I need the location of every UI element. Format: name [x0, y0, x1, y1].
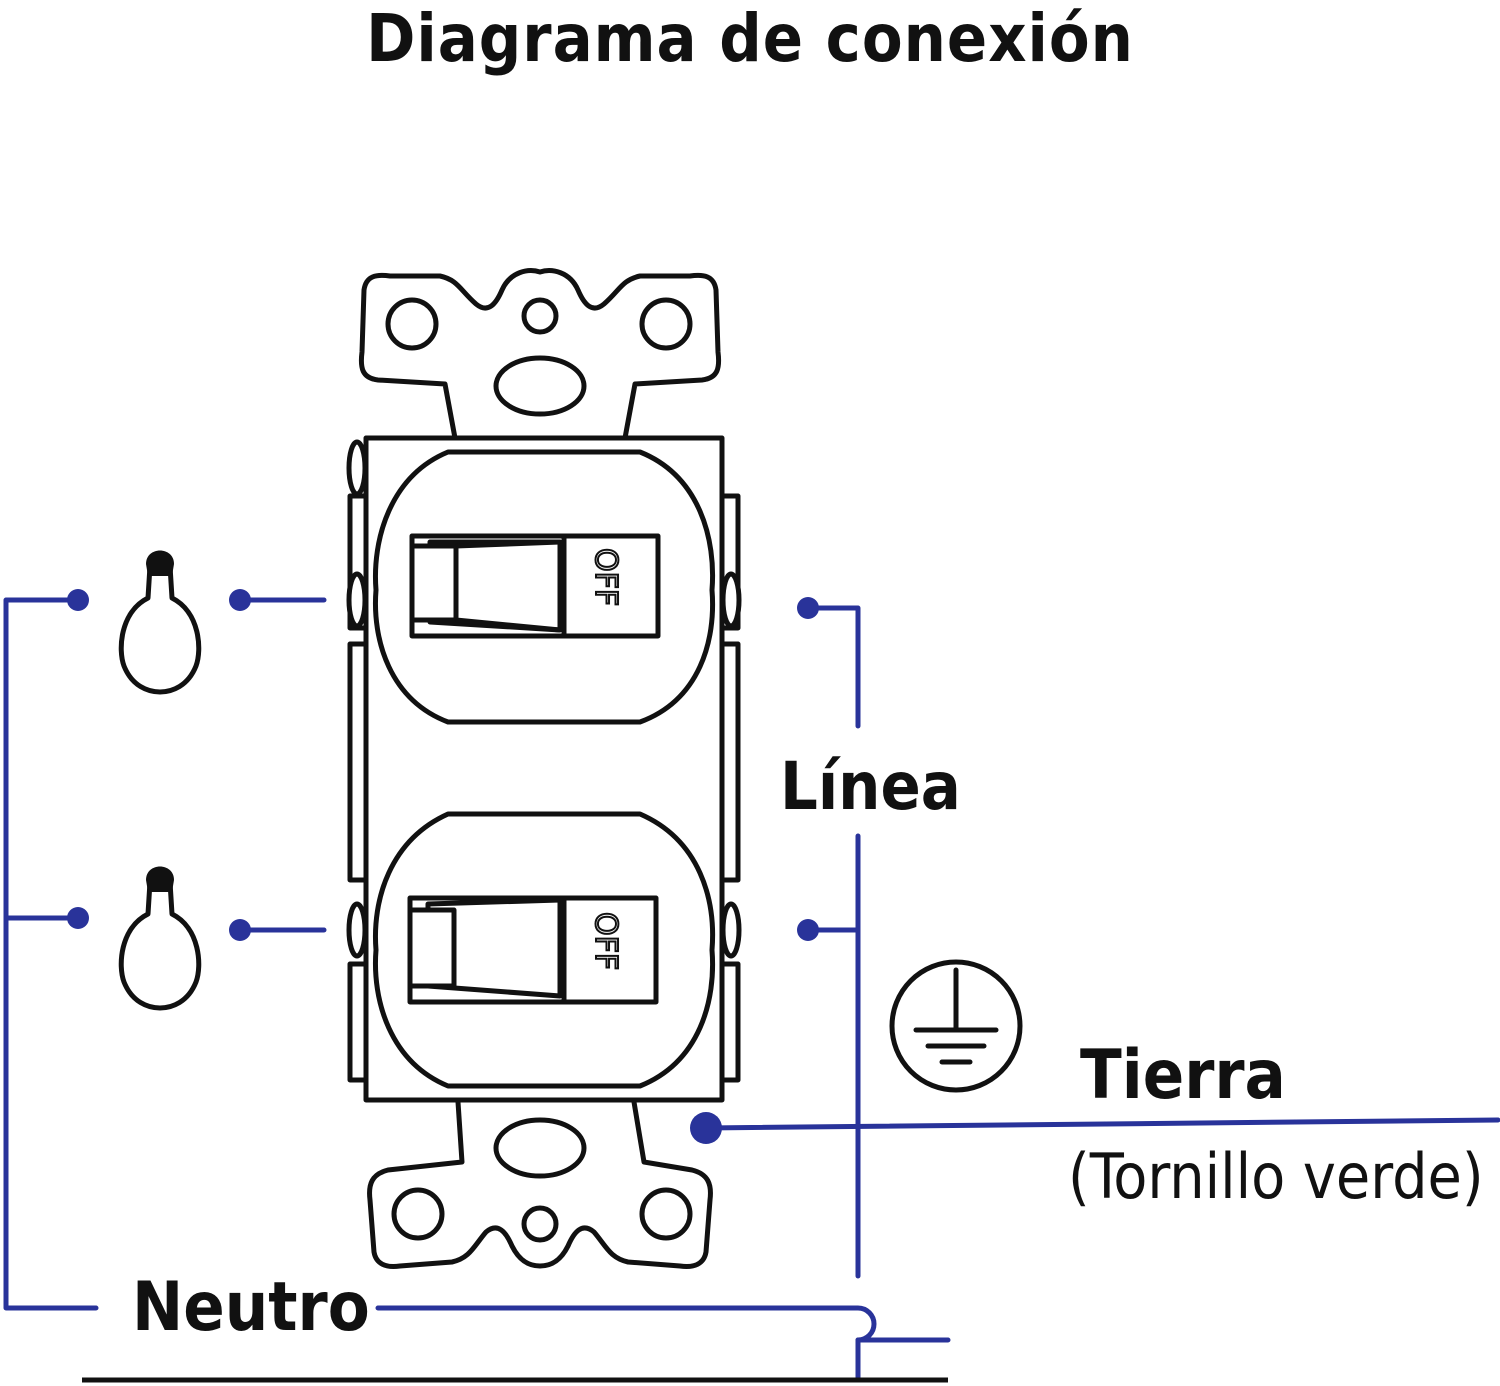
- neutral-wire-left: [3, 597, 99, 1311]
- mounting-strap-top: [358, 268, 722, 439]
- line-label: Línea: [780, 748, 961, 825]
- ground-screw-note: (Tornillo verde): [1068, 1140, 1484, 1213]
- line-wire-upper: [805, 605, 861, 729]
- mounting-strap-bottom: [367, 1101, 713, 1269]
- ground-icon: [889, 959, 1023, 1093]
- terminal-dots: [67, 589, 819, 1144]
- bulb-icon: [118, 550, 202, 695]
- switch-off-label-bottom: OFF: [588, 912, 623, 970]
- diagram-title: Diagrama de conexión: [366, 0, 1134, 77]
- terminal-dot: [797, 919, 819, 941]
- terminal-dot: [229, 919, 251, 941]
- switch-off-label-top: OFF: [588, 548, 623, 606]
- double-switch-device: [346, 268, 742, 1269]
- ground-wire: [703, 1117, 1500, 1131]
- bulb-icon: [118, 866, 202, 1011]
- terminal-dot: [67, 589, 89, 611]
- terminal-dot: [229, 589, 251, 611]
- ground-terminal-dot: [690, 1112, 722, 1144]
- terminal-dot: [797, 597, 819, 619]
- wiring: [3, 597, 1500, 1381]
- terminal-dot: [67, 907, 89, 929]
- ground-label: Tierra: [1080, 1036, 1286, 1115]
- neutral-wire-right: [375, 1305, 951, 1343]
- neutral-label: Neutro: [132, 1268, 370, 1347]
